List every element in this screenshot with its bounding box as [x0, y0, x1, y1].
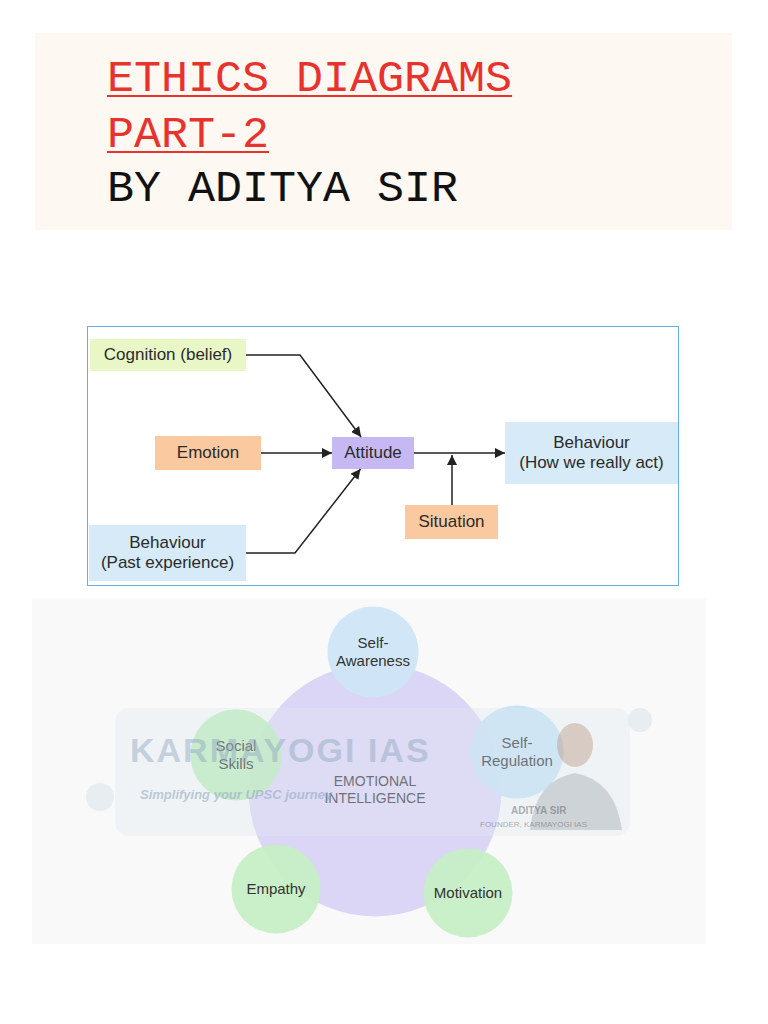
watermark-shoulders — [530, 773, 622, 830]
node-text: Self- Awareness — [332, 634, 414, 670]
skill-circle: Social Skills — [190, 709, 282, 801]
page-title: ETHICS DIAGRAMS PART-2 — [107, 52, 577, 164]
circle-fill — [232, 845, 321, 934]
node-text: Behaviour — [553, 433, 630, 453]
circle-fill — [471, 706, 564, 799]
node-text: EMOTIONAL INTELLIGENCE — [308, 773, 443, 807]
circle-fill — [424, 849, 513, 938]
emotion-box: Emotion — [155, 436, 261, 470]
node-text: Social Skills — [207, 737, 265, 773]
node-text: Cognition (belief) — [104, 345, 233, 365]
node-text: Situation — [418, 512, 484, 532]
watermark-dot — [86, 783, 114, 811]
connector-arrow — [246, 469, 361, 553]
skill-circle: Self- Regulation — [470, 705, 564, 799]
watermark-text: ADITYA SIR — [511, 805, 566, 816]
situation-arrow — [451, 455, 453, 505]
header-band — [35, 33, 732, 230]
belief-box: Cognition (belief) — [90, 339, 246, 371]
node-text: Self- Regulation — [476, 734, 558, 770]
situation-box: Situation — [405, 505, 498, 539]
connector-arrow — [414, 452, 505, 454]
circle-fill — [328, 607, 419, 698]
watermark-dot — [628, 708, 652, 732]
node-text: Emotion — [177, 443, 239, 463]
node-text: (How we really act) — [519, 453, 664, 473]
connector-arrow — [261, 452, 332, 454]
node-text: Motivation — [427, 884, 509, 902]
byline: BY ADITYA SIR — [107, 162, 458, 218]
node-text: Behaviour — [129, 533, 206, 553]
circle-fill — [191, 710, 282, 801]
behaviour-box: Behaviour(Past experience) — [89, 525, 246, 581]
node-text: (Past experience) — [101, 553, 234, 573]
skill-circle: Motivation — [423, 848, 513, 938]
node-text: Attitude — [344, 443, 402, 463]
skill-circle: Self- Awareness — [327, 606, 419, 698]
watermark-head — [557, 723, 593, 767]
watermark-band — [115, 708, 630, 836]
node-text: Empathy — [235, 880, 317, 898]
skill-circle: Empathy — [231, 844, 321, 934]
behaviour-box: Behaviour(How we really act) — [505, 422, 678, 484]
connector-arrow — [246, 355, 361, 437]
attitude-box: Attitude — [332, 437, 414, 469]
